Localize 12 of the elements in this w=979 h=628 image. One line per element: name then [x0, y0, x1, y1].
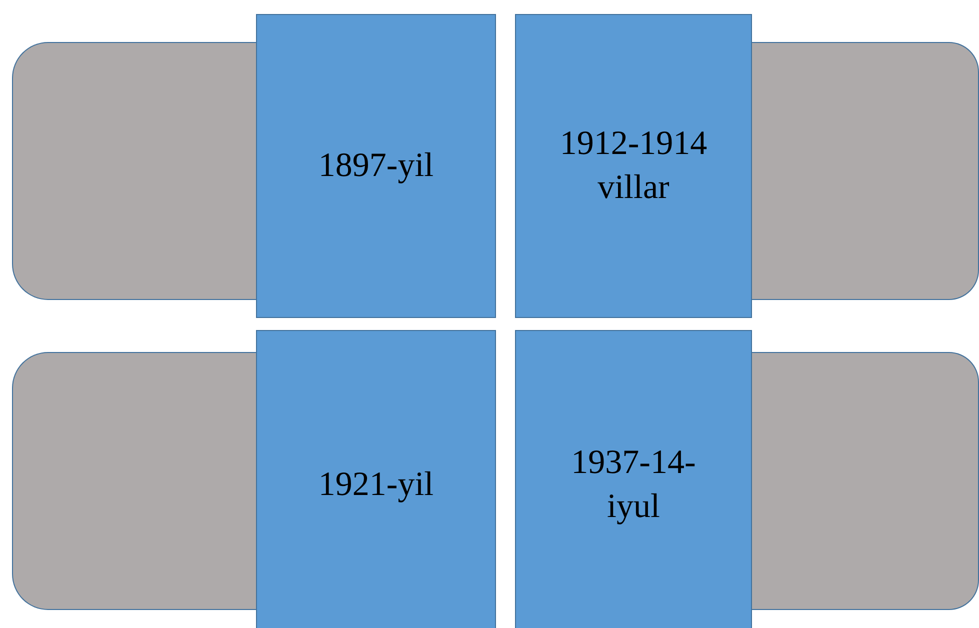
rounded-box: [752, 42, 979, 300]
rounded-box: [752, 352, 979, 610]
date-box: [515, 14, 752, 318]
date-box: [256, 14, 496, 318]
date-label: 1921-yil: [318, 464, 434, 505]
rounded-box: [12, 352, 256, 610]
rounded-box: [12, 42, 256, 300]
date-box: [515, 330, 752, 628]
date-box: [256, 330, 496, 628]
date-label: 1937-14- iyul: [570, 442, 697, 527]
date-label: 1897-yil: [318, 146, 434, 186]
date-label: 1912-1914 villar: [558, 124, 708, 208]
